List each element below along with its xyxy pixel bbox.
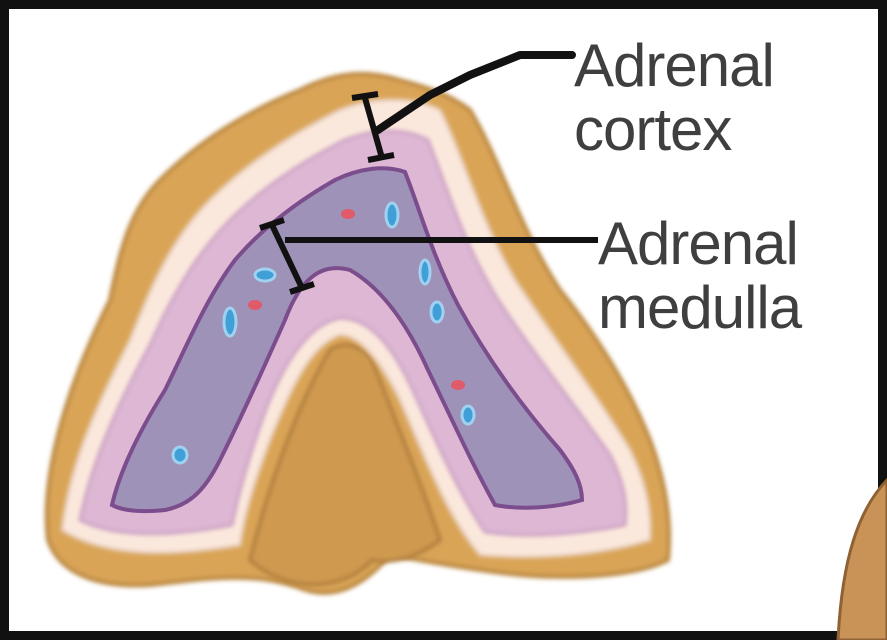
vessel-red [341, 209, 355, 219]
adrenal-medulla-label: Adrenal medulla [598, 212, 801, 340]
adrenal-medulla-label-line1: Adrenal [598, 212, 801, 276]
vessel-blue [431, 302, 443, 322]
vessel-blue [224, 308, 236, 336]
adrenal-cortex-label-line1: Adrenal [574, 34, 774, 98]
adrenal-cortex-label: Adrenal cortex [574, 34, 774, 162]
cortex-bracket-cap [352, 94, 378, 98]
adrenal-medulla-label-line2: medulla [598, 276, 801, 340]
vessel-blue [462, 406, 474, 424]
kidney-edge [838, 480, 887, 640]
vessel-red [451, 380, 465, 390]
vessel-red [248, 300, 262, 310]
vessel-blue [420, 260, 430, 284]
vessel-blue [173, 447, 187, 463]
vessel-blue [255, 269, 275, 281]
vessel-blue [386, 203, 398, 227]
adrenal-cortex-label-line2: cortex [574, 98, 774, 162]
